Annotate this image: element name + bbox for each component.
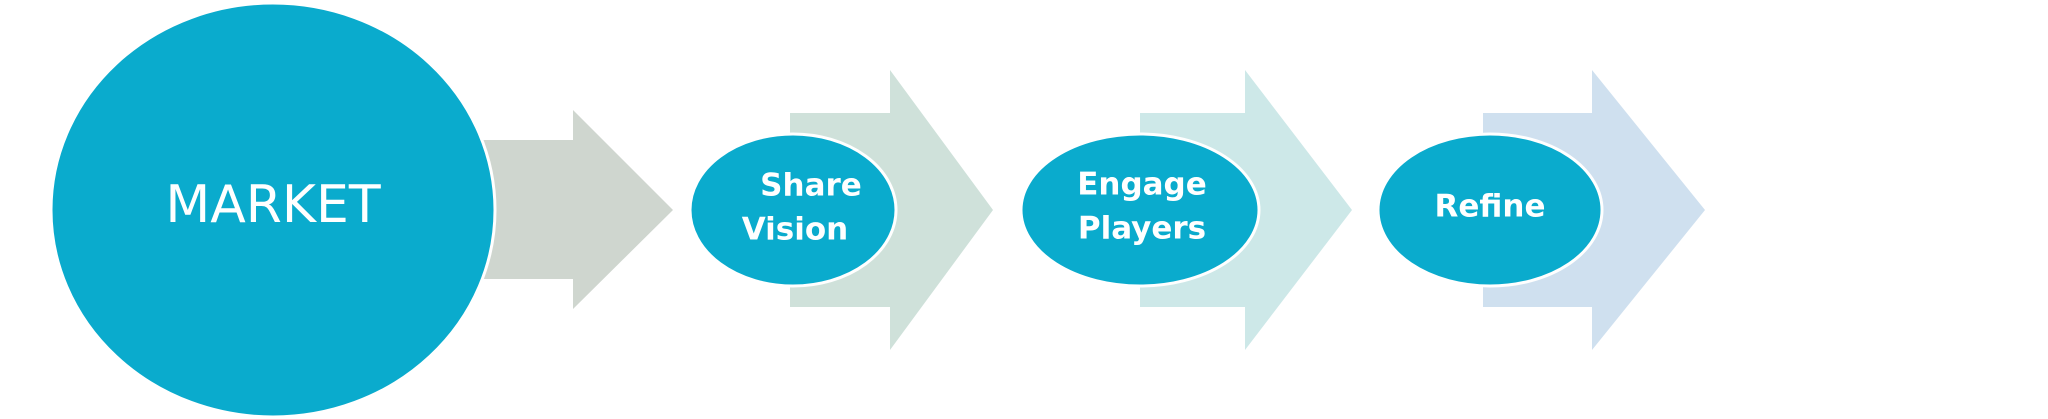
step-circle-share-vision [688, 132, 898, 288]
step-label-engage-players-line-2: Players [1078, 211, 1206, 247]
step-circle-engage-players [1019, 132, 1261, 288]
step-label-refine: Refine [1435, 189, 1546, 225]
market-node: MARKET [49, 1, 497, 419]
step-refine: Refine [1376, 132, 1604, 288]
step-share-vision: Share Vision [688, 132, 898, 288]
step-engage-players: Engage Players [1019, 132, 1261, 288]
market-label: MARKET [165, 175, 381, 235]
step-label-share-vision-line-2: Vision [742, 212, 849, 248]
market-circle [49, 1, 497, 419]
flow-arrow-1 [470, 110, 673, 309]
step-label-engage-players-line-1: Engage [1077, 167, 1207, 203]
step-label-share-vision-line-1: Share [760, 168, 862, 204]
step-circle-refine [1376, 132, 1604, 288]
